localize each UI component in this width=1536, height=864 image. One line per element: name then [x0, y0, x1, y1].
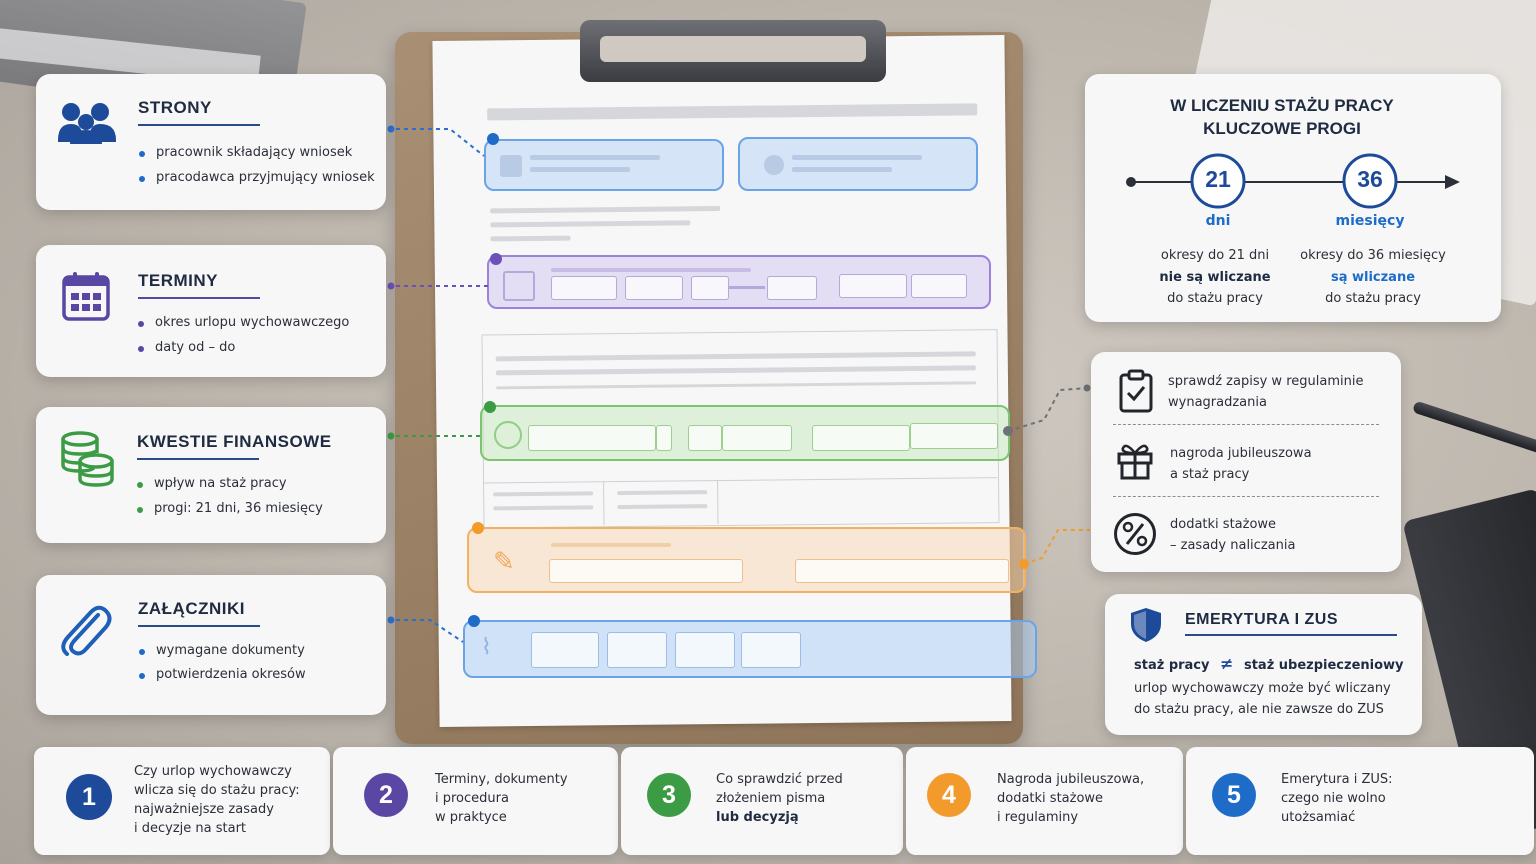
card-title: TERMINY: [138, 271, 218, 290]
clipboard-check-icon: [1119, 369, 1153, 413]
checklist-item-dodatki: dodatki stażowe – zasady naliczania: [1170, 517, 1296, 553]
pension-note: urlop wychowawczy może być wliczany do s…: [1134, 681, 1391, 717]
card-title: STRONY: [138, 98, 212, 117]
card-emerytura-zus: EMERYTURA I ZUS staż pracy ≠ staż ubezpi…: [1105, 594, 1422, 735]
step-2[interactable]: 2 Terminy, dokumenty i procedura w prakt…: [333, 747, 618, 855]
threshold-36-desc: okresy do 36 miesięcy są wliczane do sta…: [1300, 248, 1446, 306]
step-text-bold: lub decyzją: [716, 810, 799, 825]
title-underline: [137, 458, 259, 460]
step-number: 4: [927, 773, 971, 817]
step-text: Emerytura i ZUS: czego nie wolno utożsam…: [1281, 772, 1393, 825]
shield-icon: [1131, 608, 1161, 642]
title-underline: [138, 625, 260, 627]
checklist-item-nagroda: nagroda jubileuszowa a staż pracy: [1170, 446, 1312, 482]
step-4[interactable]: 4 Nagroda jubileuszowa, dodatki stażowe …: [906, 747, 1183, 855]
form-section-parties-right: [738, 137, 978, 191]
form-section-dates: [487, 255, 991, 309]
list-item: pracodawca przyjmujący wniosek: [139, 170, 375, 185]
step-5[interactable]: 5 Emerytura i ZUS: czego nie wolno utożs…: [1186, 747, 1534, 855]
step-1[interactable]: 1 Czy urlop wychowawczy wlicza się do st…: [34, 747, 330, 855]
step-text: Czy urlop wychowawczy wlicza się do staż…: [134, 764, 300, 836]
card-strony: STRONY pracownik składający wniosek prac…: [36, 74, 386, 210]
attachment-clip-icon: ⌇: [481, 635, 492, 660]
title-underline: [138, 297, 260, 299]
card-title: KWESTIE FINANSOWE: [137, 432, 332, 451]
step-text: Co sprawdzić przed złożeniem pisma: [716, 772, 843, 806]
clipboard-clip-opening: [600, 36, 866, 62]
form-section-attachments: ⌇: [463, 620, 1037, 678]
people-icon: [58, 103, 116, 144]
threshold-36-number: 36: [1357, 166, 1383, 192]
list-item: wpływ na staż pracy: [137, 476, 287, 491]
title-underline: [138, 124, 260, 126]
card-kluczowe-progi: W LICZENIU STAŻU PRACY KLUCZOWE PROGI 21…: [1085, 74, 1501, 322]
step-text: Terminy, dokumenty i procedura w praktyc…: [435, 772, 568, 825]
list-item: pracownik składający wniosek: [138, 145, 353, 160]
step-text: Nagroda jubileuszowa, dodatki stażowe i …: [997, 772, 1145, 825]
form-section-parties-left: [484, 139, 724, 191]
form-section-finance: [480, 405, 1010, 461]
list-item: daty od – do: [137, 340, 236, 355]
list-item: wymagane dokumenty: [139, 643, 305, 658]
paperclip-icon: [61, 605, 112, 656]
gift-icon: [1117, 444, 1153, 480]
step-number: 3: [647, 773, 691, 817]
card-zalaczniki: ZAŁĄCZNIKI wymagane dokumenty potwierdze…: [36, 575, 386, 715]
checklist-item-regulamin: sprawdź zapisy w regulaminie wynagradzan…: [1168, 374, 1364, 410]
thresholds-title: W LICZENIU STAŻU PRACY KLUCZOWE PROGI: [1170, 96, 1394, 138]
card-title: EMERYTURA I ZUS: [1185, 611, 1338, 628]
divider: [1113, 424, 1379, 425]
card-checklist: sprawdź zapisy w regulaminie wynagradzan…: [1091, 352, 1401, 572]
threshold-timeline: [1126, 153, 1460, 209]
threshold-36-unit: miesięcy: [1335, 213, 1405, 229]
title-underline: [1185, 634, 1397, 636]
list-item: progi: 21 dni, 36 miesięcy: [137, 501, 323, 516]
step-number: 1: [66, 774, 112, 820]
threshold-21-number: 21: [1205, 166, 1231, 192]
form-section-signature: ✎: [467, 527, 1026, 593]
card-kwestie-finansowe: KWESTIE FINANSOWE wpływ na staż pracy pr…: [36, 407, 386, 543]
threshold-21-unit: dni: [1205, 213, 1231, 229]
calendar-icon: [62, 272, 110, 321]
list-item: okres urlopu wychowawczego: [137, 315, 350, 330]
list-item: potwierdzenia okresów: [139, 667, 306, 682]
threshold-21-desc: okresy do 21 dni nie są wliczane do staż…: [1159, 248, 1271, 306]
step-3[interactable]: 3 Co sprawdzić przed złożeniem pisma lub…: [621, 747, 903, 855]
card-terminy: TERMINY okres urlopu wychowawczego daty …: [36, 245, 386, 377]
step-number: 5: [1212, 773, 1256, 817]
card-title: ZAŁĄCZNIKI: [138, 599, 245, 618]
pension-comparison: staż pracy ≠ staż ubezpieczeniowy: [1134, 654, 1404, 673]
percent-icon: [1114, 513, 1156, 555]
divider: [1113, 496, 1379, 497]
coins-icon: [61, 431, 114, 487]
step-number: 2: [364, 773, 408, 817]
